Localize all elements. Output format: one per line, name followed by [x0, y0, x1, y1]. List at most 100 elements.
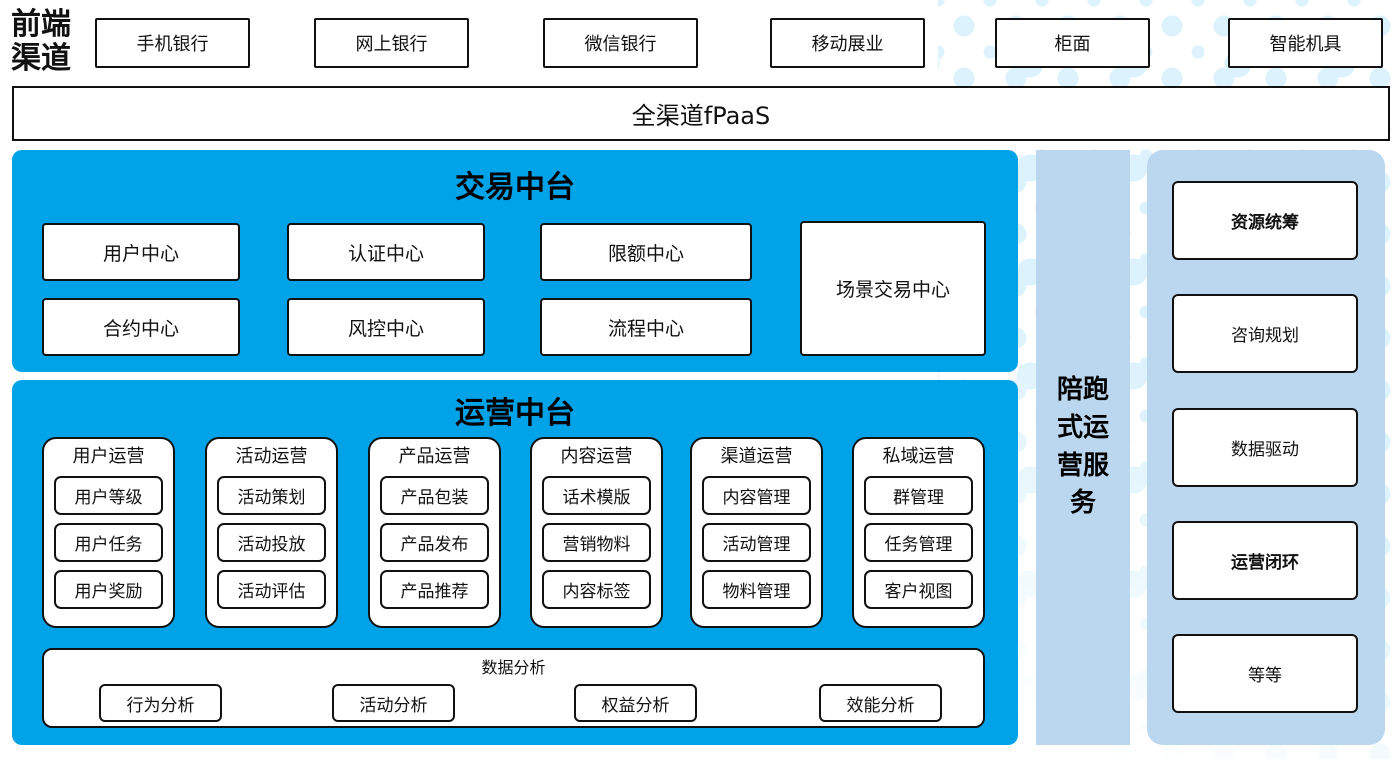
service-box-closed-loop: 运营闭环: [1172, 521, 1358, 600]
center-box-process: 流程中心: [540, 298, 752, 356]
center-box-label: 用户中心: [102, 242, 179, 265]
op-item: 内容标签: [542, 569, 651, 609]
analysis-label: 权益分析: [601, 695, 670, 716]
op-item-label: 内容标签: [562, 581, 631, 602]
op-item-label: 活动投放: [237, 534, 306, 555]
op-column-private-domain: 私域运营 群管理 任务管理 客户视图: [852, 437, 985, 628]
transaction-platform-title: 交易中台: [455, 170, 575, 205]
service-box-consulting: 咨询规划: [1172, 294, 1358, 373]
channel-label: 手机银行: [136, 34, 209, 55]
channel-label: 柜面: [1054, 34, 1091, 55]
op-item-label: 活动策划: [237, 487, 306, 508]
service-label: 运营闭环: [1231, 553, 1299, 573]
analysis-box-efficiency: 效能分析: [819, 684, 942, 722]
service-box-etc: 等等: [1172, 634, 1358, 713]
analysis-box-behavior: 行为分析: [99, 684, 222, 722]
op-column-header: 私域运营: [882, 446, 955, 467]
service-label: 数据驱动: [1231, 440, 1299, 460]
center-box-contract: 合约中心: [42, 298, 240, 356]
operation-platform-title: 运营中台: [455, 396, 575, 431]
op-item-label: 群管理: [893, 487, 944, 508]
op-column-channel: 渠道运营 内容管理 活动管理 物料管理: [690, 437, 823, 628]
op-item-label: 产品发布: [400, 534, 469, 555]
op-column-content: 内容运营 话术模版 营销物料 内容标签: [530, 437, 663, 628]
op-item-label: 活动评估: [237, 581, 306, 602]
service-label: 资源统筹: [1231, 213, 1299, 233]
analysis-label: 效能分析: [846, 695, 915, 716]
analysis-box-activity: 活动分析: [332, 684, 455, 722]
center-box-label: 场景交易中心: [835, 279, 950, 301]
op-item-label: 用户任务: [74, 534, 143, 555]
op-column-header: 产品运营: [398, 446, 471, 467]
front-channel-label: 前端渠道: [11, 7, 71, 76]
center-box-label: 风控中心: [347, 317, 424, 340]
channel-box-online-banking: 网上银行: [314, 18, 469, 68]
op-item: 产品包装: [380, 475, 489, 515]
op-item-label: 产品推荐: [400, 581, 469, 602]
op-item-label: 用户等级: [74, 487, 143, 508]
op-item: 产品推荐: [380, 569, 489, 609]
op-item-label: 产品包装: [400, 487, 469, 508]
data-analysis-container: 数据分析 行为分析 活动分析 权益分析 效能分析: [42, 648, 985, 728]
data-analysis-title: 数据分析: [481, 658, 546, 677]
center-box-label: 流程中心: [607, 317, 684, 340]
op-item-label: 任务管理: [884, 534, 953, 555]
op-item-label: 话术模版: [562, 487, 631, 508]
op-item-label: 客户视图: [884, 581, 953, 602]
op-column-activity: 活动运营 活动策划 活动投放 活动评估: [205, 437, 338, 628]
center-box-scenario-trade: 场景交易中心: [800, 221, 986, 356]
channel-box-mobile-banking: 手机银行: [95, 18, 250, 68]
op-item: 用户奖励: [54, 569, 163, 609]
center-box-user: 用户中心: [42, 223, 240, 281]
channel-label: 网上银行: [355, 34, 428, 55]
op-column-header: 渠道运营: [720, 446, 793, 467]
op-item-label: 活动管理: [722, 534, 791, 555]
op-item-label: 物料管理: [722, 581, 791, 602]
analysis-box-rights: 权益分析: [574, 684, 697, 722]
center-box-auth: 认证中心: [287, 223, 485, 281]
channel-label: 微信银行: [584, 34, 657, 55]
op-item: 活动管理: [702, 522, 811, 562]
op-item-label: 内容管理: [722, 487, 791, 508]
accompany-service-strip: 陪跑式运营服务: [1036, 150, 1130, 745]
op-column-header: 活动运营: [235, 446, 308, 467]
analysis-label: 活动分析: [359, 695, 428, 716]
transaction-platform-block: 交易中台 用户中心 认证中心 限额中心 合约中心 风控中心 流程中心 场景交易中…: [12, 150, 1018, 372]
channel-box-smart-machines: 智能机具: [1228, 18, 1383, 68]
op-item: 活动策划: [217, 475, 326, 515]
fpaas-bar: 全渠道fPaaS: [12, 86, 1390, 141]
op-column-header: 内容运营: [560, 446, 633, 467]
service-items-panel: 资源统筹 咨询规划 数据驱动 运营闭环 等等: [1147, 150, 1385, 745]
service-label: 等等: [1248, 666, 1282, 686]
service-box-resource-planning: 资源统筹: [1172, 181, 1358, 260]
op-item: 用户任务: [54, 522, 163, 562]
op-item: 内容管理: [702, 475, 811, 515]
center-box-label: 限额中心: [607, 242, 684, 265]
service-box-data-driven: 数据驱动: [1172, 408, 1358, 487]
op-item-label: 营销物料: [562, 534, 631, 555]
center-box-label: 认证中心: [347, 242, 424, 265]
fpaas-label: 全渠道fPaaS: [631, 102, 771, 130]
op-item: 产品发布: [380, 522, 489, 562]
op-item: 客户视图: [864, 569, 973, 609]
op-item: 活动投放: [217, 522, 326, 562]
center-box-label: 合约中心: [102, 317, 179, 340]
accompany-service-label: 陪跑式运营服务: [1056, 375, 1109, 519]
op-column-product: 产品运营 产品包装 产品发布 产品推荐: [368, 437, 501, 628]
analysis-label: 行为分析: [126, 695, 195, 716]
channel-box-mobile-sales: 移动展业: [770, 18, 925, 68]
op-column-header: 用户运营: [72, 446, 145, 467]
center-box-limit: 限额中心: [540, 223, 752, 281]
channel-box-wechat-banking: 微信银行: [543, 18, 698, 68]
operation-platform-block: 运营中台 用户运营 用户等级 用户任务 用户奖励 活动运营 活动策划 活动投放 …: [12, 380, 1018, 745]
op-item: 活动评估: [217, 569, 326, 609]
center-box-risk: 风控中心: [287, 298, 485, 356]
op-item: 群管理: [864, 475, 973, 515]
channel-label: 移动展业: [811, 34, 884, 55]
op-item: 物料管理: [702, 569, 811, 609]
op-item: 话术模版: [542, 475, 651, 515]
op-column-user: 用户运营 用户等级 用户任务 用户奖励: [42, 437, 175, 628]
op-item: 营销物料: [542, 522, 651, 562]
op-item: 任务管理: [864, 522, 973, 562]
